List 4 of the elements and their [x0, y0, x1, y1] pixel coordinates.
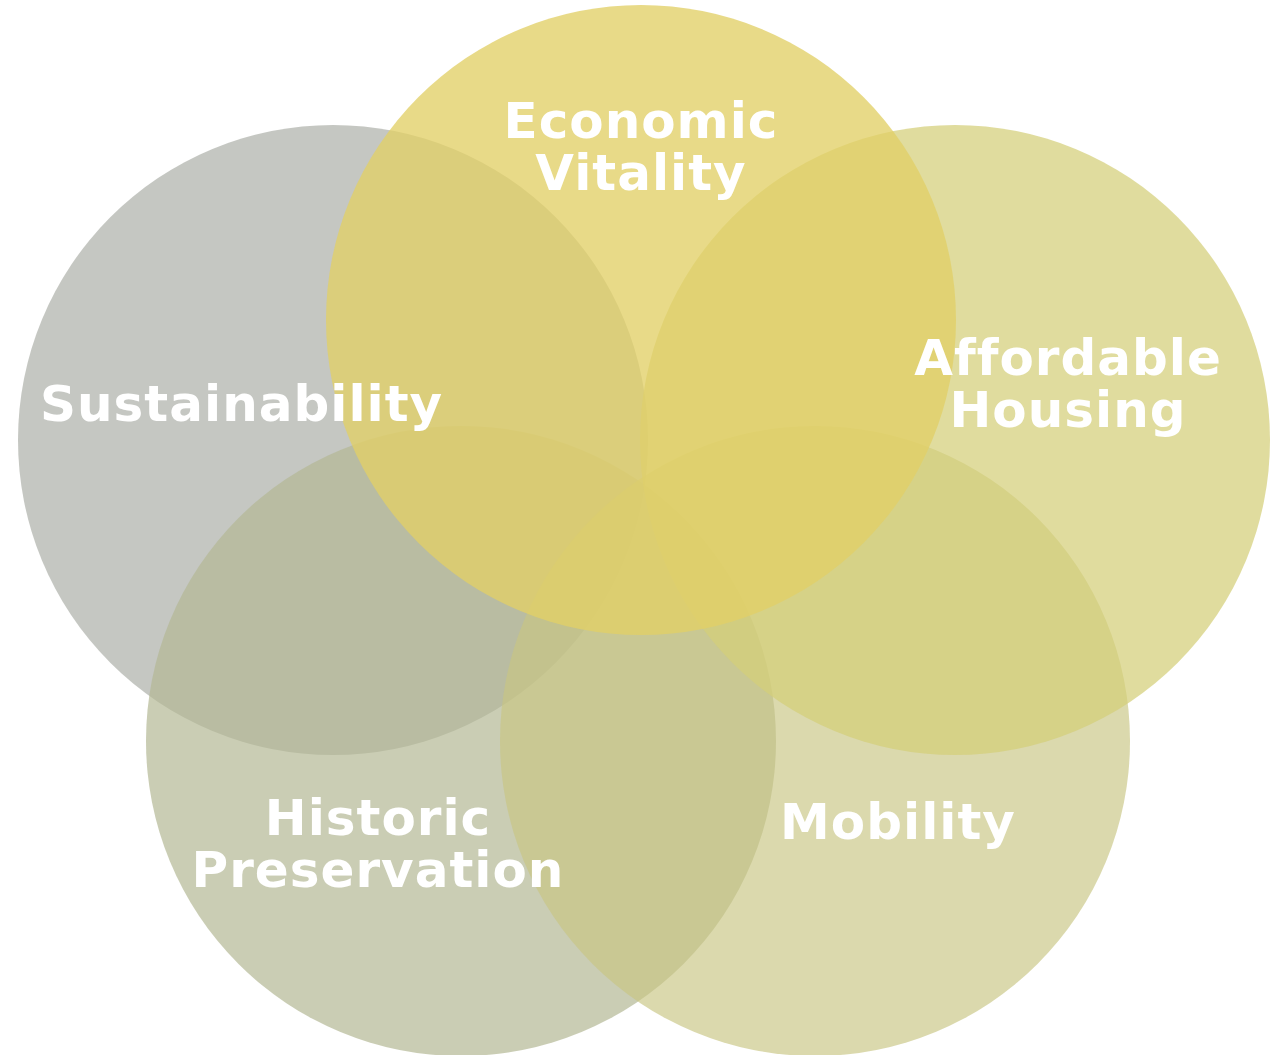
- circle-label: Historic Preservation: [190, 792, 566, 896]
- circle-label: Mobility: [779, 796, 1017, 848]
- circle-label: Economic Vitality: [502, 95, 780, 199]
- circle-label: Affordable Housing: [913, 332, 1223, 436]
